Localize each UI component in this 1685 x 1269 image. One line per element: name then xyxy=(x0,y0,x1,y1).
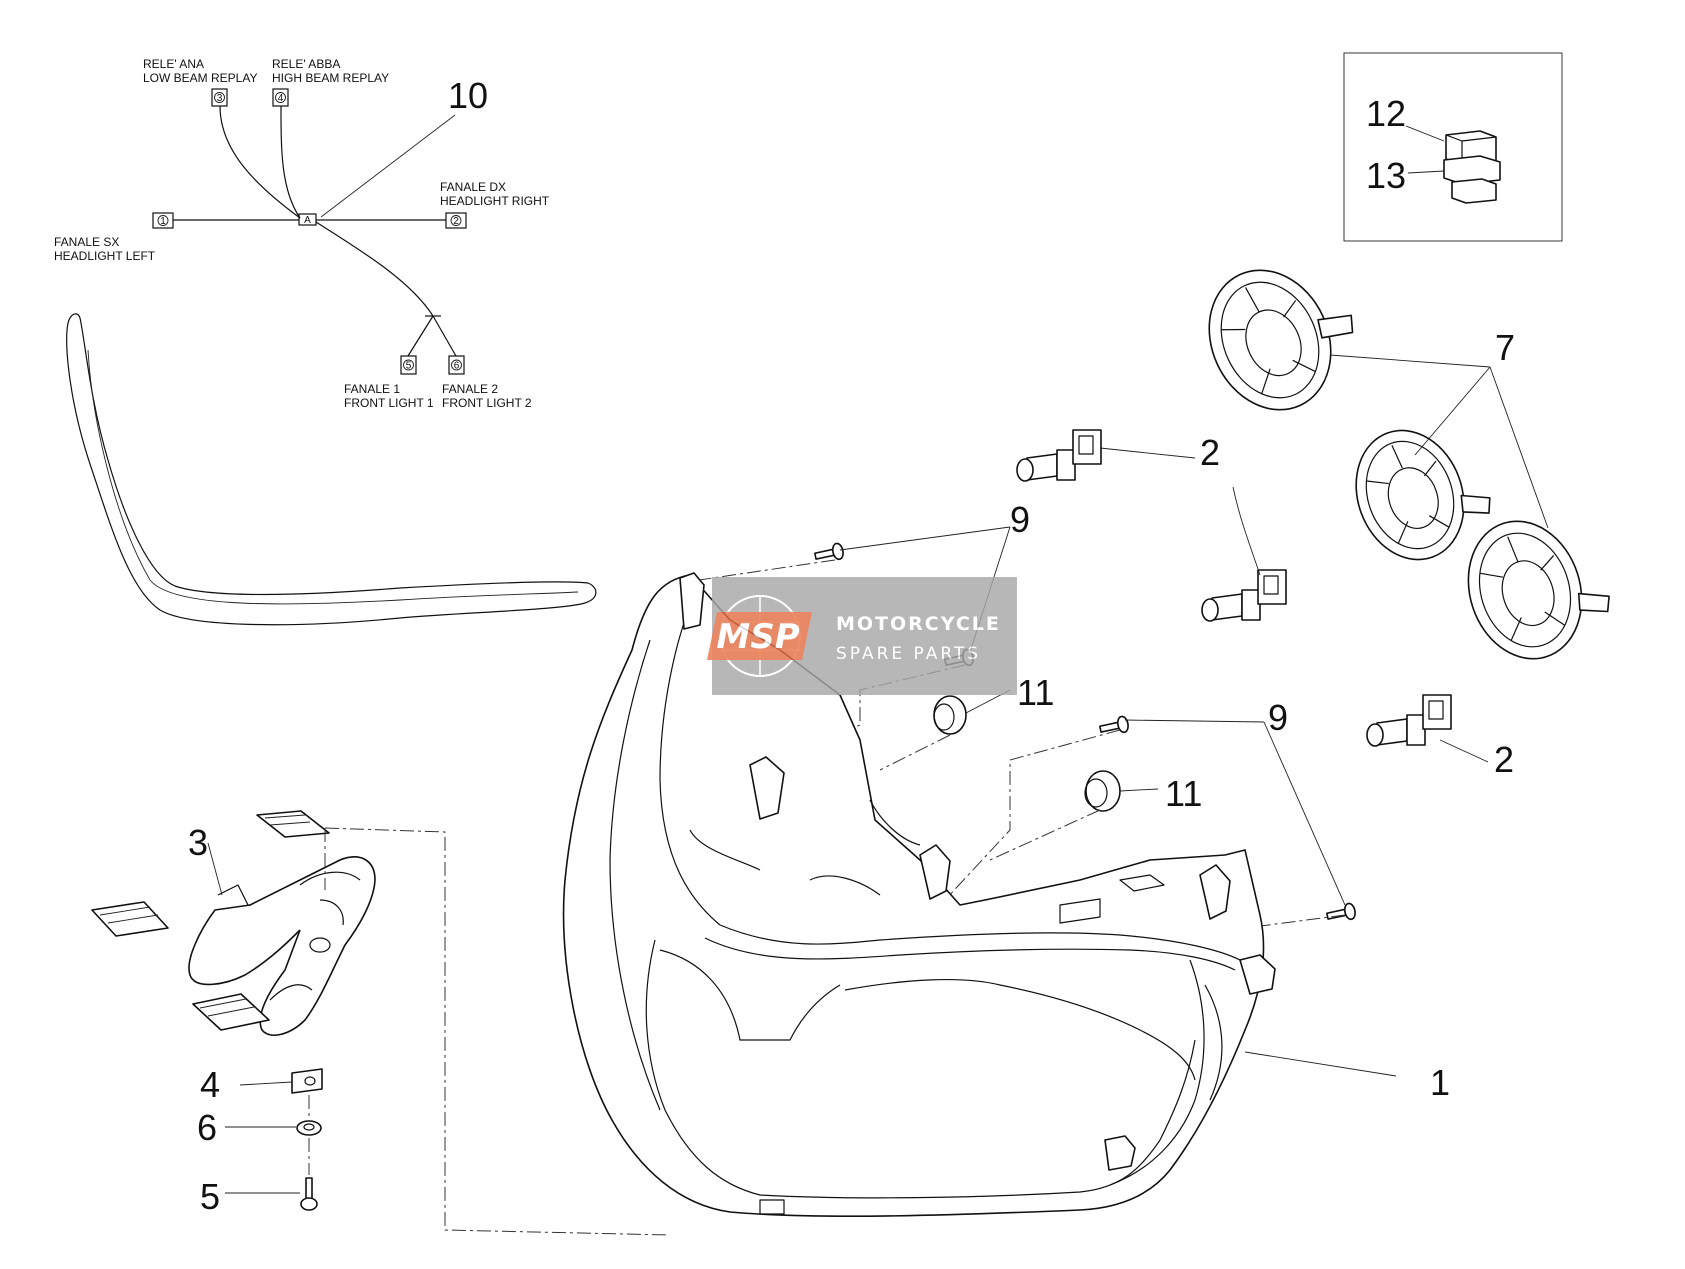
callout-7: 7 xyxy=(1495,327,1515,368)
callout-2: 2 xyxy=(1494,739,1514,780)
pin-label: 2 xyxy=(453,216,459,227)
connector-headlight-left: 1 xyxy=(152,212,174,229)
callout-12: 12 xyxy=(1366,93,1406,134)
reflector-ring xyxy=(1208,269,1354,411)
mounting-bracket xyxy=(91,810,376,1211)
callout-11: 11 xyxy=(1017,672,1054,713)
pin-label: 4 xyxy=(278,93,284,104)
callout-3: 3 xyxy=(188,822,208,863)
callout-9: 9 xyxy=(1268,697,1288,738)
screw xyxy=(814,542,844,561)
wiring-harness: 3 4 1 2 5 6 xyxy=(54,57,550,410)
watermark-line2: SPARE PARTS xyxy=(836,644,981,664)
bulb xyxy=(1201,569,1287,622)
connector-front-light-2: 6 xyxy=(448,355,465,375)
relay-high-label-1: RELE' ABBA xyxy=(272,57,340,71)
callout-10: 10 xyxy=(448,75,488,116)
relay-low-label-1: RELE' ANA xyxy=(143,57,204,71)
pin-label: 6 xyxy=(454,361,460,372)
gasket-strip xyxy=(66,313,597,626)
front-light-2-label-2: FRONT LIGHT 2 xyxy=(442,396,532,410)
grommet xyxy=(1084,770,1159,812)
pin-label: 3 xyxy=(217,93,223,104)
callout-13: 13 xyxy=(1366,155,1406,196)
screw xyxy=(1326,902,1356,921)
headlight-right-label-1: FANALE DX xyxy=(440,180,506,194)
connector-headlight-right: 2 xyxy=(445,212,467,229)
junction-label: A xyxy=(304,215,311,226)
pin-label: 5 xyxy=(406,361,412,372)
connector-relay-high: 4 xyxy=(272,88,289,107)
callout-1: 1 xyxy=(1430,1062,1450,1103)
callout-2: 2 xyxy=(1200,432,1220,473)
callout-labels: 1 2 2 3 4 5 6 7 9 9 10 11 11 12 13 xyxy=(188,75,1515,1217)
front-light-1-label-1: FANALE 1 xyxy=(344,382,400,396)
callout-5: 5 xyxy=(200,1176,220,1217)
connector-relay-low: 3 xyxy=(211,88,228,107)
watermark: MSP MOTORCYCLE SPARE PARTS xyxy=(707,577,1017,695)
connector-front-light-1: 5 xyxy=(400,355,417,375)
callout-6: 6 xyxy=(197,1107,217,1148)
front-light-2-label-1: FANALE 2 xyxy=(442,382,498,396)
callout-4: 4 xyxy=(200,1064,220,1105)
pin-label: 1 xyxy=(160,216,166,227)
relay-high-label-2: HIGH BEAM REPLAY xyxy=(272,71,389,85)
front-light-1-label-2: FRONT LIGHT 1 xyxy=(344,396,434,410)
headlight-left-label-1: FANALE SX xyxy=(54,235,119,249)
relay-low-label-2: LOW BEAM REPLAY xyxy=(143,71,257,85)
bulb xyxy=(1016,429,1102,482)
callout-9: 9 xyxy=(1010,499,1030,540)
headlight-right-label-2: HEADLIGHT RIGHT xyxy=(440,194,550,208)
headlight-assembly xyxy=(562,572,1276,1217)
relay-box xyxy=(1343,52,1563,242)
reflector-rings xyxy=(1208,269,1610,660)
headlight-left-label-2: HEADLIGHT LEFT xyxy=(54,249,156,263)
reflector-ring xyxy=(1467,520,1610,660)
screw xyxy=(1099,715,1129,734)
reflector-ring xyxy=(1355,429,1491,561)
callout-11: 11 xyxy=(1165,773,1202,814)
grommet xyxy=(933,689,1011,735)
watermark-line1: MOTORCYCLE xyxy=(836,613,1001,635)
watermark-logo: MSP xyxy=(716,617,799,657)
bulb xyxy=(1366,694,1452,747)
